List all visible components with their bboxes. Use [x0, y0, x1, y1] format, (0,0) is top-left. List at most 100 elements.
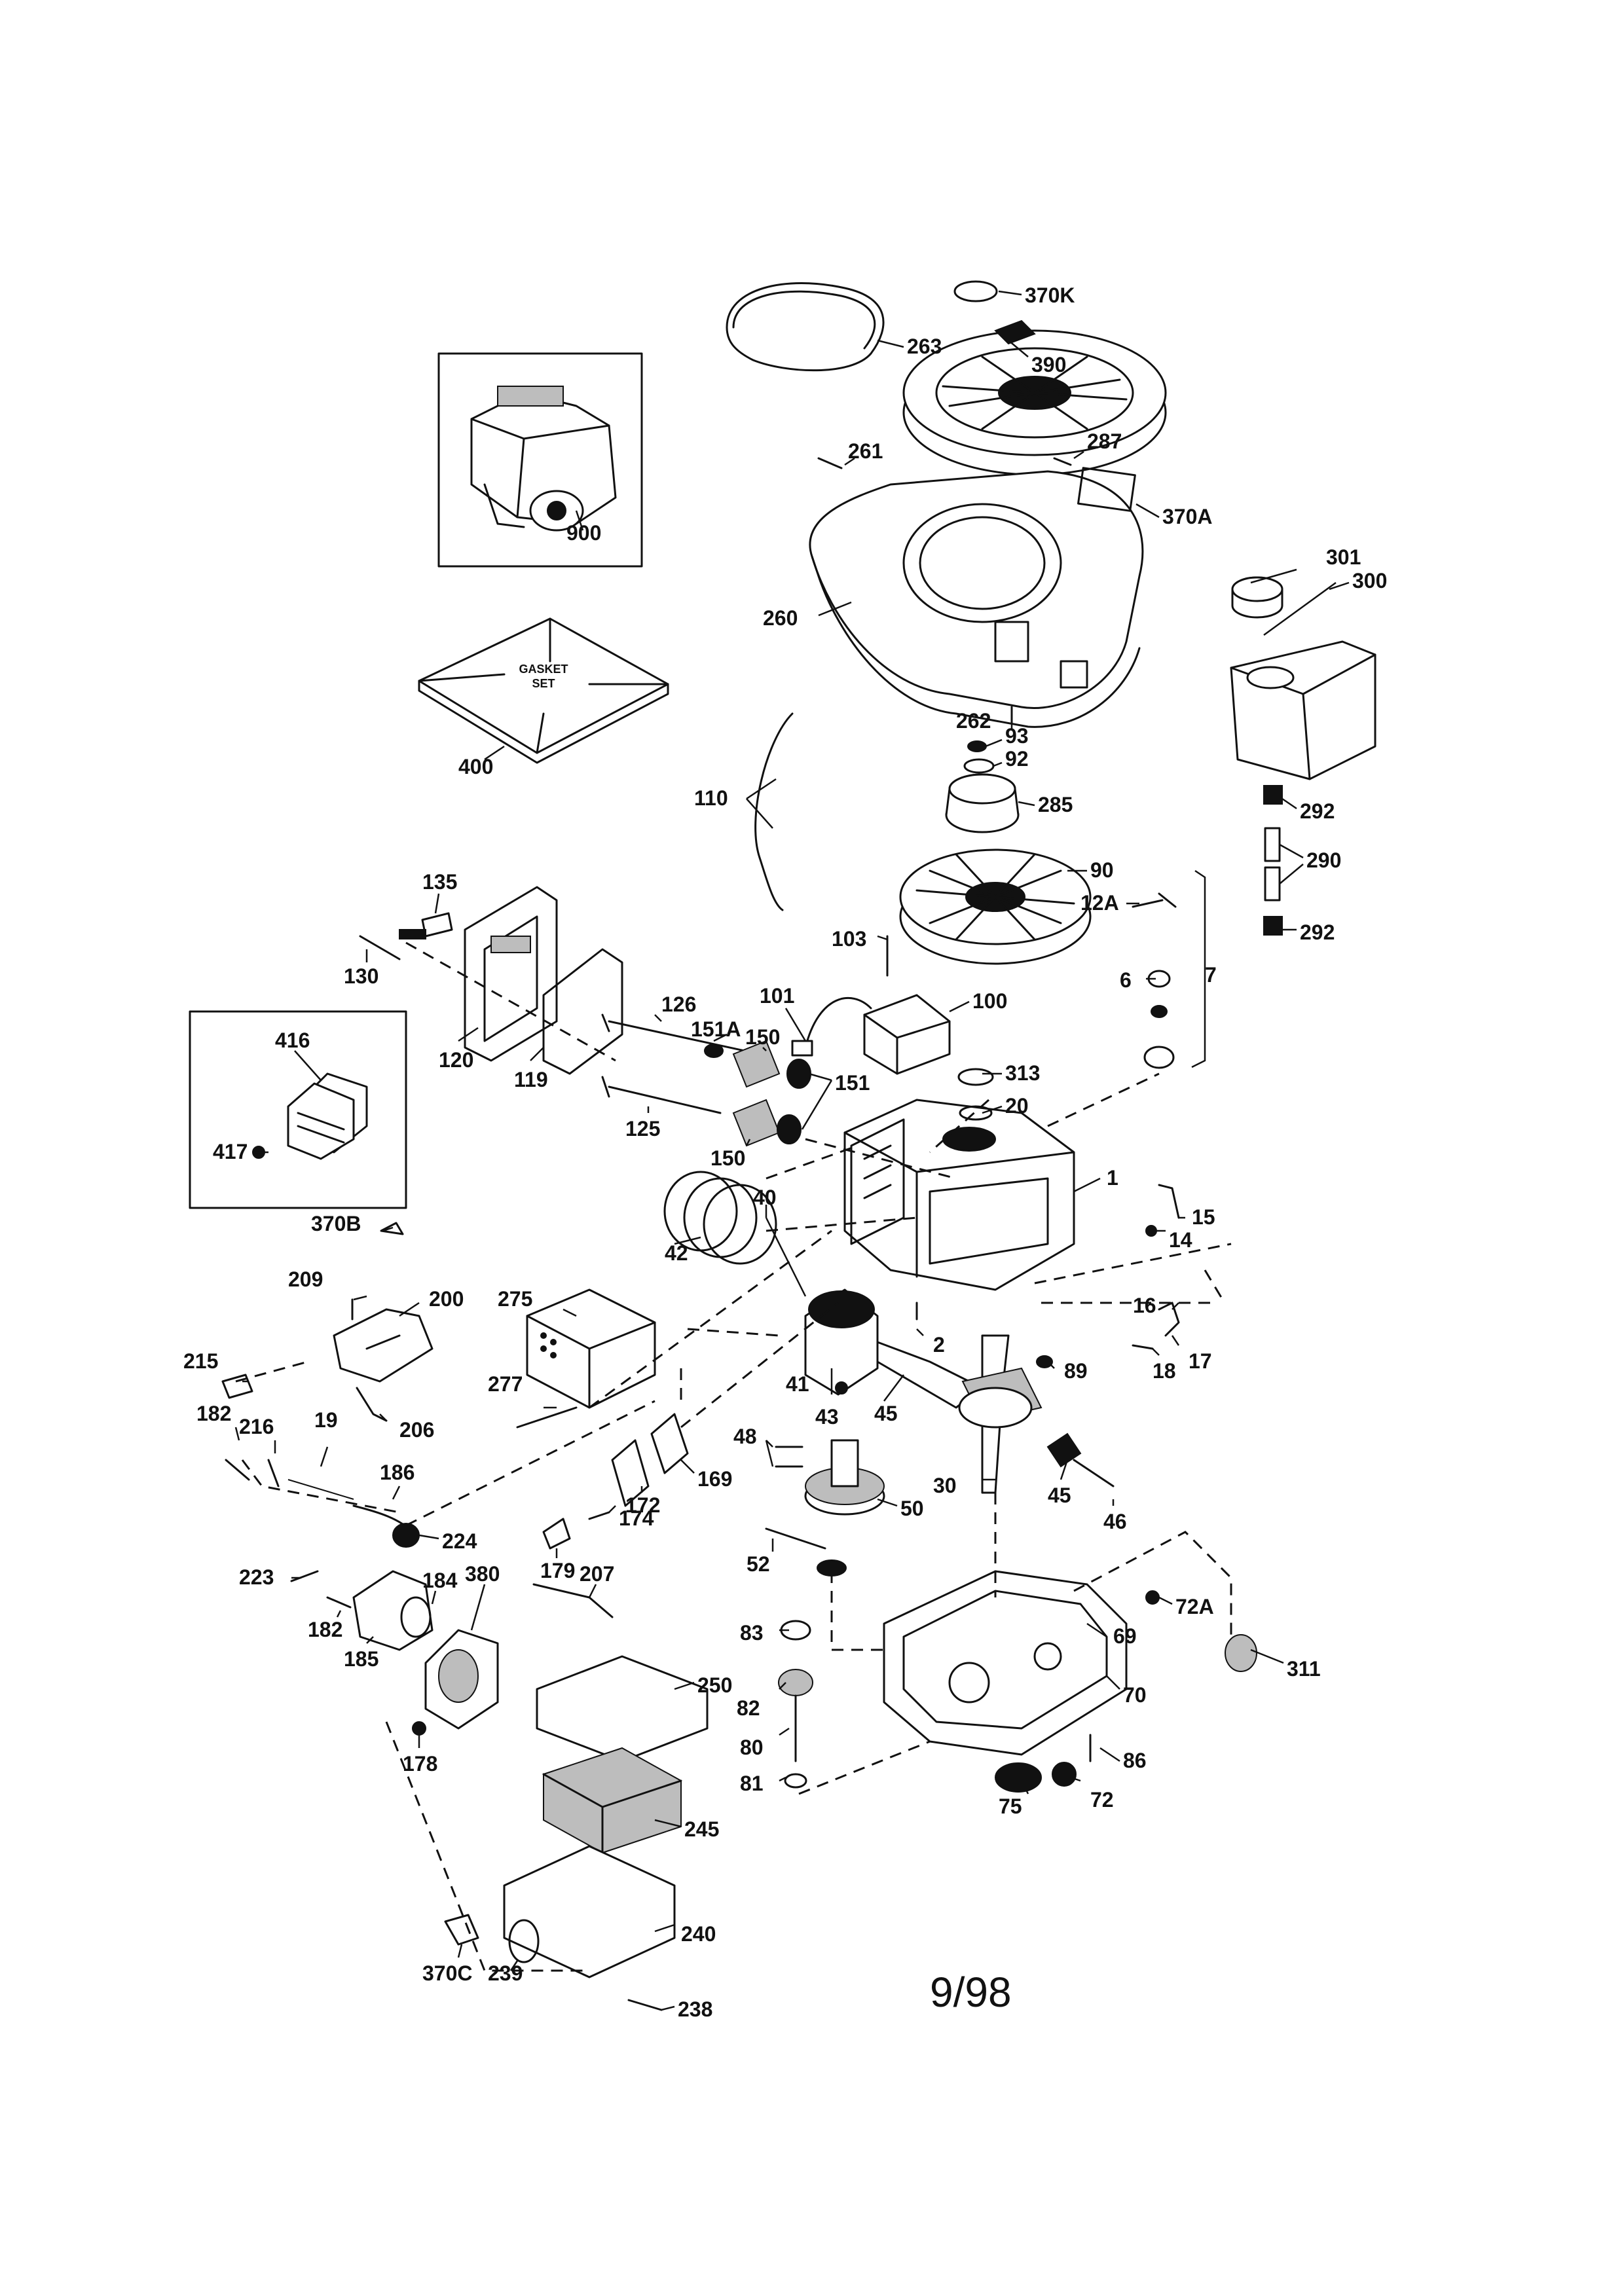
- label-70: 70: [1123, 1683, 1147, 1707]
- label-12A: 12A: [1080, 891, 1119, 915]
- label-224: 224: [442, 1529, 477, 1553]
- oil-seal-75: [995, 1762, 1042, 1793]
- clip-224: [392, 1523, 420, 1548]
- label-182-top: 182: [196, 1402, 231, 1425]
- label-245: 245: [684, 1817, 719, 1841]
- ground-wire-110: [754, 712, 794, 911]
- label-110: 110: [694, 786, 728, 810]
- intake-pipe-185: [352, 1570, 434, 1651]
- label-151: 151: [835, 1071, 870, 1095]
- head-bolt-130: [359, 935, 401, 960]
- label-216: 216: [239, 1415, 274, 1438]
- lever-216: [267, 1459, 280, 1487]
- rope-guide-263: [726, 282, 885, 372]
- label-263: 263: [907, 335, 942, 358]
- label-103: 103: [832, 927, 866, 951]
- label-261: 261: [848, 439, 883, 463]
- label-30: 30: [933, 1474, 957, 1497]
- label-290: 290: [1306, 848, 1341, 872]
- washer-7: [1151, 1005, 1168, 1018]
- screw-223: [290, 1570, 319, 1582]
- label-313: 313: [1005, 1061, 1040, 1085]
- screw-238: [627, 1999, 663, 2011]
- label-6: 6: [1120, 968, 1132, 992]
- label-17: 17: [1189, 1349, 1212, 1373]
- label-277: 277: [488, 1372, 523, 1396]
- label-18: 18: [1153, 1359, 1176, 1383]
- label-370B: 370B: [311, 1212, 361, 1235]
- label-93: 93: [1005, 724, 1029, 748]
- nut-14: [1145, 1225, 1157, 1237]
- label-370K: 370K: [1025, 283, 1075, 307]
- label-81: 81: [740, 1772, 764, 1795]
- nut-93: [967, 740, 987, 752]
- label-370C: 370C: [422, 1961, 473, 1985]
- retainer-151b: [777, 1114, 802, 1144]
- cylinder-block-1: [843, 1099, 1075, 1291]
- camshaft-gear-50: [804, 1439, 885, 1516]
- screw-287: [1053, 457, 1072, 466]
- valve-126: [601, 1013, 761, 1055]
- fuel-tank-300: [1230, 640, 1376, 780]
- label-900: 900: [566, 521, 601, 545]
- governor-spring-206: [356, 1387, 388, 1422]
- label-89: 89: [1064, 1359, 1088, 1383]
- label-238: 238: [678, 1997, 712, 2021]
- label-15: 15: [1192, 1205, 1215, 1229]
- label-19: 19: [314, 1408, 338, 1432]
- o-ring-20: [959, 1105, 993, 1121]
- air-filter-245: [542, 1747, 682, 1854]
- bushing-7: [1143, 1046, 1175, 1069]
- label-301: 301: [1326, 545, 1361, 569]
- label-206: 206: [399, 1418, 434, 1442]
- rod-bolt-46: [1073, 1459, 1115, 1487]
- label-178: 178: [403, 1752, 437, 1776]
- gasket-169: [650, 1413, 689, 1474]
- label-86: 86: [1123, 1749, 1147, 1772]
- label-100: 100: [972, 989, 1007, 1013]
- label-186: 186: [380, 1461, 415, 1484]
- label-126: 126: [661, 993, 696, 1016]
- plug-72: [1052, 1762, 1077, 1787]
- fuel-cap-301: [1231, 576, 1283, 619]
- label-184: 184: [422, 1569, 458, 1592]
- label-125: 125: [625, 1117, 660, 1140]
- label-292-top: 292: [1300, 799, 1335, 823]
- mounting-flange-70: [883, 1570, 1128, 1756]
- label-119: 119: [514, 1068, 548, 1091]
- drain-plug-311: [1225, 1634, 1257, 1672]
- decal-ring-370K: [953, 280, 998, 302]
- control-bracket-200: [333, 1308, 434, 1383]
- part-number-labels: 370K 263 390 261 287 370A 900 260 301 30…: [183, 283, 1387, 2021]
- tappets-48: [775, 1446, 803, 1468]
- oil-seal-313: [957, 1068, 994, 1086]
- label-45-cap: 45: [1048, 1484, 1071, 1507]
- screw-174: [588, 1511, 610, 1520]
- washer-92: [963, 758, 995, 774]
- label-82: 82: [737, 1696, 760, 1720]
- label-151A: 151A: [691, 1017, 741, 1041]
- label-416: 416: [275, 1029, 310, 1052]
- label-90: 90: [1090, 858, 1114, 882]
- retainer-151A: [704, 1044, 724, 1058]
- label-262: 262: [956, 709, 991, 733]
- plug-boot: [791, 1040, 813, 1057]
- label-92: 92: [1005, 747, 1029, 771]
- label-185: 185: [344, 1647, 378, 1671]
- cylinder-head-120: [464, 886, 558, 1062]
- label-390: 390: [1031, 353, 1066, 376]
- label-207: 207: [580, 1562, 614, 1586]
- ignition-module-100: [863, 994, 951, 1075]
- washer-81: [784, 1773, 807, 1789]
- screw-261: [817, 457, 843, 469]
- spring-19: [287, 1479, 354, 1500]
- engine-assembly-inset: [437, 352, 643, 568]
- piston-pin-clip-43: [835, 1381, 848, 1394]
- muffler-bolt-277: [516, 1406, 578, 1429]
- label-200: 200: [429, 1287, 464, 1311]
- label-80: 80: [740, 1736, 764, 1759]
- label-240: 240: [681, 1922, 716, 1946]
- assembly-lines: [235, 941, 1232, 1972]
- recoil-starter-390: [902, 319, 1167, 476]
- seal-89: [1036, 1355, 1053, 1368]
